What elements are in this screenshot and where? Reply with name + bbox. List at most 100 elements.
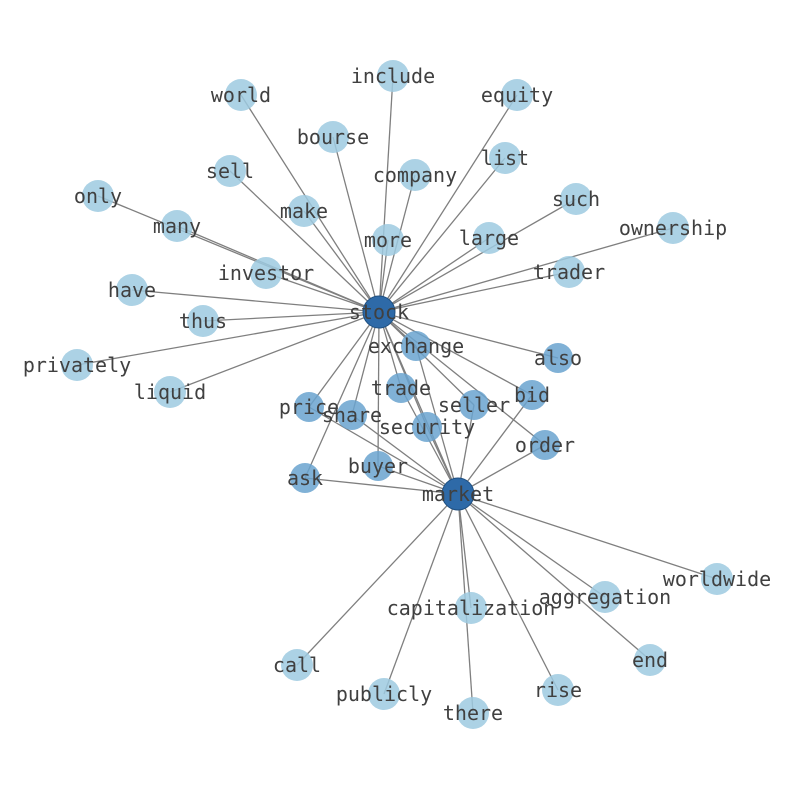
label-share: share (322, 403, 382, 427)
label-there: there (443, 701, 503, 725)
node-also (543, 343, 573, 373)
node-bourse (317, 121, 349, 153)
label-end: end (632, 648, 668, 672)
edge-stock-privately (76, 311, 380, 366)
label-also: also (534, 346, 582, 370)
node-large (473, 222, 505, 254)
label-investor: investor (218, 261, 314, 285)
edge-market-call (296, 493, 459, 666)
node-company (399, 159, 431, 191)
label-only: only (74, 184, 122, 208)
edge-stock-equity (378, 94, 518, 313)
node-make (288, 195, 320, 227)
label-price: price (279, 395, 339, 419)
edge-stock-price (308, 311, 380, 408)
node-share (337, 400, 367, 430)
label-many: many (153, 214, 201, 238)
edge-stock-bourse (332, 136, 380, 313)
label-privately: privately (23, 353, 131, 377)
edge-stock-sell (229, 170, 380, 313)
node-buyer (363, 451, 393, 481)
edge-stock-order (378, 311, 546, 446)
label-exchange: exchange (368, 334, 464, 358)
label-bourse: bourse (297, 125, 369, 149)
label-liquid: liquid (134, 380, 206, 404)
label-such: such (552, 187, 600, 211)
edge-market-capitalization (457, 493, 472, 609)
edge-market-ask (304, 477, 459, 495)
edge-market-rise (457, 493, 559, 691)
edge-market-price (308, 406, 459, 495)
node-include (377, 60, 409, 92)
node-liquid (154, 376, 186, 408)
node-list (489, 142, 521, 174)
edge-market-worldwide (457, 493, 718, 580)
edges-layer (76, 75, 718, 714)
node-trade (386, 373, 416, 403)
edge-stock-also (378, 311, 559, 359)
edge-stock-bid (378, 311, 533, 396)
label-aggregation: aggregation (539, 585, 671, 609)
edge-stock-security (378, 311, 428, 428)
node-have (116, 274, 148, 306)
node-there (457, 697, 489, 729)
edge-stock-large (378, 237, 490, 313)
edge-stock-trader (378, 271, 570, 313)
label-trade: trade (371, 376, 431, 400)
node-order (530, 430, 560, 460)
nodes-layer (61, 60, 733, 729)
label-security: security (379, 415, 475, 439)
node-equity (501, 79, 533, 111)
node-end (634, 644, 666, 676)
label-capitalization: capitalization (387, 596, 556, 620)
edge-stock-seller (378, 311, 475, 406)
label-more: more (364, 228, 412, 252)
label-call: call (273, 653, 321, 677)
edge-market-publicly (383, 493, 459, 695)
label-ask: ask (287, 466, 323, 490)
label-thus: thus (179, 309, 227, 333)
label-ownership: ownership (619, 216, 727, 240)
edge-stock-ask (304, 311, 380, 479)
edge-market-share (351, 414, 459, 495)
label-equity: equity (481, 83, 553, 107)
node-price (294, 392, 324, 422)
label-trader: trader (533, 260, 605, 284)
label-sell: sell (206, 159, 254, 183)
label-stock: stock (349, 300, 409, 324)
label-buyer: buyer (348, 454, 408, 478)
node-many (161, 210, 193, 242)
edge-stock-buyer (377, 311, 380, 467)
edge-stock-liquid (169, 311, 380, 393)
edge-stock-share (351, 311, 380, 416)
label-rise: rise (534, 678, 582, 702)
label-have: have (108, 278, 156, 302)
node-publicly (368, 678, 400, 710)
node-worldwide (701, 563, 733, 595)
node-only (82, 180, 114, 212)
node-security (412, 412, 442, 442)
node-exchange (401, 331, 431, 361)
node-ask (290, 463, 320, 493)
label-bid: bid (514, 383, 550, 407)
node-thus (187, 305, 219, 337)
edge-market-bid (457, 394, 533, 495)
node-world (225, 79, 257, 111)
node-privately (61, 349, 93, 381)
node-trader (553, 256, 585, 288)
node-rise (542, 674, 574, 706)
label-list: list (481, 146, 529, 170)
label-market: market (422, 482, 494, 506)
edge-stock-make (303, 210, 380, 313)
edge-stock-such (378, 198, 577, 313)
label-large: large (459, 226, 519, 250)
edge-market-order (457, 444, 546, 495)
edge-stock-include (378, 75, 394, 313)
node-bid (517, 380, 547, 410)
node-call (281, 649, 313, 681)
label-include: include (351, 64, 435, 88)
node-ownership (657, 212, 689, 244)
edge-market-aggregation (457, 493, 606, 598)
